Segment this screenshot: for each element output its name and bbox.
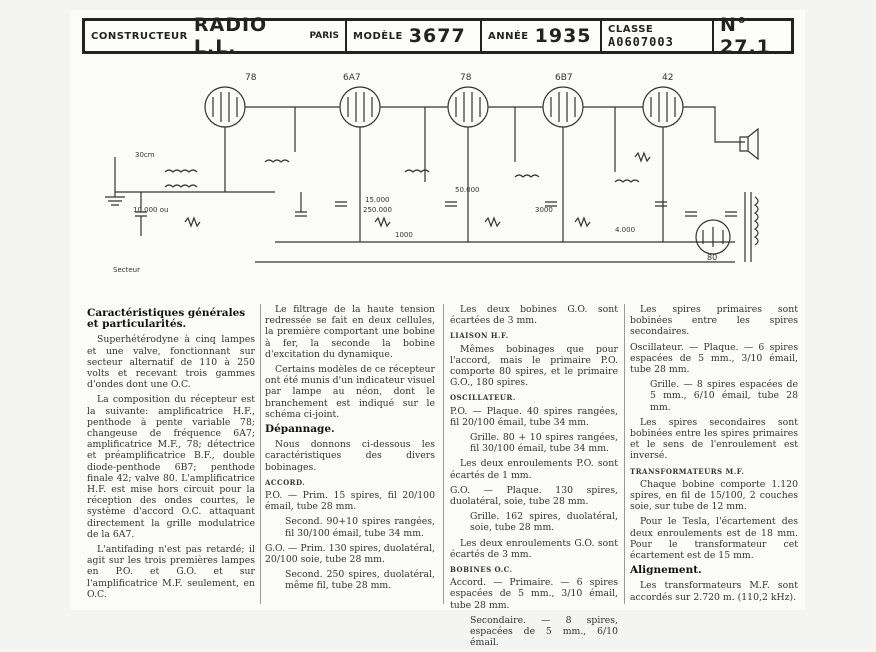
schematic-label-1: 10.000 ou [133, 206, 168, 214]
text-column-4: Les spires primaires sont bobinées entre… [630, 304, 798, 607]
classe-value: A0607003 [608, 35, 674, 49]
paragraph: Pour le Tesla, l'écartement des deux enr… [630, 516, 798, 562]
header-bar: CONSTRUCTEUR RADIO L.L. PARIS MODÈLE 367… [82, 14, 794, 58]
tube-5: 42 [642, 73, 684, 128]
coil-spec: Second. 90+10 spires rangées, fil 30/100… [285, 516, 435, 539]
tube-6: 80 [695, 219, 731, 262]
paragraph: Les deux enroulements P.O. sont écartés … [450, 458, 618, 481]
schematic-labels: 30cm 10.000 ou Secteur 250.000 50.000 10… [113, 151, 635, 274]
paragraph: Chaque bobine comporte 1.120 spires, en … [630, 478, 798, 513]
coil-spec: Accord. — Primaire. — 6 spires espacées … [450, 577, 618, 611]
subheading-oscillateur: OSCILLATEUR. [450, 393, 516, 403]
antenna [105, 157, 125, 206]
tube-3: 78 [447, 73, 489, 128]
paragraph: Mêmes bobinages que pour l'accord, mais … [450, 343, 618, 389]
subheading-transformateurs: TRANSFORMATEURS M.F. [630, 466, 745, 476]
paragraph: Les deux enroulements G.O. sont écartés … [450, 537, 618, 560]
paragraph: Les transformateurs M.F. sont accordés s… [630, 580, 798, 603]
power-transformer [744, 192, 759, 262]
subheading-accord: ACCORD. [265, 477, 306, 487]
modele-label: MODÈLE [353, 30, 403, 42]
tube-5-label: 42 [662, 73, 673, 83]
tube-1-label: 78 [245, 73, 257, 83]
numero-cell: N° 27.1 [714, 14, 791, 58]
text-column-3: Les deux bobines G.O. sont écartées de 3… [450, 304, 618, 652]
paragraph: Le filtrage de la haute tension redressé… [265, 304, 435, 360]
tube-3-label: 78 [460, 73, 472, 83]
paragraph: Les spires secondaires sont bobinées ent… [630, 416, 798, 462]
coil-spec: Grille. — 8 spires espacées de 5 mm., 6/… [650, 379, 798, 413]
coil-spec: Grille. 162 spires, duolatéral, soie, tu… [470, 511, 618, 534]
coil-spec: Oscillateur. — Plaque. — 6 spires espacé… [630, 341, 798, 376]
text-column-1: Caractéristiques générales et particular… [87, 304, 255, 604]
tube-4-label: 6B7 [555, 73, 573, 83]
paragraph: Certains modèles de ce récepteur ont été… [265, 364, 435, 420]
column-separator [443, 304, 444, 604]
schematic-label-5: 1000 [395, 231, 413, 239]
annee-cell: ANNÉE 1935 [482, 21, 602, 51]
coil-spec: G.O. — Plaque. 130 spires, duolatéral, s… [450, 484, 618, 508]
subheading-bobines-oc: BOBINES O.C. [450, 565, 513, 575]
column-separator [260, 304, 261, 604]
constructeur-label: CONSTRUCTEUR [91, 30, 188, 42]
paragraph: Superhétérodyne à cinq lampes et une val… [87, 334, 255, 391]
paragraph: Les deux bobines G.O. sont écartées de 3… [450, 304, 618, 327]
schematic-label-2: Secteur [113, 266, 140, 274]
classe-cell: CLASSE A0607003 [602, 21, 714, 51]
constructeur-value: RADIO L.L. [193, 14, 268, 58]
tube-6-label: 80 [707, 253, 717, 262]
schematic-label-6: 3000 [535, 206, 553, 214]
coil-spec: P.O. — Prim. 15 spires, fil 20/100 émail… [265, 490, 435, 513]
column-separator [624, 304, 625, 604]
coil-spec: Secondaire. — 8 spires, espacées de 5 mm… [470, 614, 618, 649]
numero-value: N° 27.1 [720, 14, 771, 58]
text-column-2: Le filtrage de la haute tension redressé… [265, 304, 435, 596]
capacitors [135, 192, 737, 236]
coil-spec: G.O. — Prim. 130 spires, duolatéral, 20/… [265, 542, 435, 566]
circuit-schematic: 78 6A7 78 6B7 42 80 [105, 73, 759, 274]
schematic-label-8: 4.000 [615, 226, 635, 234]
paragraph: La composition du récepteur est la suiva… [87, 394, 255, 540]
schematic-rails [115, 191, 735, 263]
tube-2: 6A7 [339, 73, 381, 128]
modele-cell: MODÈLE 3677 [347, 21, 482, 51]
schematic-label-3: 250.000 [363, 206, 392, 214]
paragraph: Les spires primaires sont bobinées entre… [630, 304, 798, 338]
classe-label: CLASSE [608, 24, 654, 35]
schematic-label-0: 30cm [135, 151, 155, 159]
tube-2-label: 6A7 [343, 73, 361, 83]
schematic-label-7: 15.000 [365, 196, 390, 204]
section-title-characteristics: Caractéristiques générales et particular… [87, 307, 246, 331]
resistors [184, 151, 651, 228]
tube-1: 78 [204, 73, 257, 128]
speaker [739, 127, 759, 161]
paragraph: L'antifading n'est pas retardé; il agit … [87, 544, 255, 600]
tube-4: 6B7 [542, 73, 584, 128]
constructeur-city: PARIS [309, 31, 340, 41]
subheading-liaison: LIAISON H.F. [450, 331, 509, 341]
paragraph: Nous donnons ci-dessous les caractéristi… [265, 439, 435, 473]
annee-label: ANNÉE [488, 30, 529, 42]
input-coils [164, 159, 640, 188]
section-title-depannage: Dépannage. [265, 423, 335, 436]
constructeur-cell: CONSTRUCTEUR RADIO L.L. PARIS [85, 14, 347, 58]
schematic-label-4: 50.000 [455, 186, 480, 194]
coil-spec: Second. 250 spires, duolatéral, même fil… [285, 569, 435, 592]
modele-value: 3677 [408, 25, 466, 47]
coil-spec: P.O. — Plaque. 40 spires rangées, fil 20… [450, 405, 618, 428]
coil-spec: Grille. 80 + 10 spires rangées, fil 30/1… [470, 432, 618, 455]
section-title-alignement: Alignement. [630, 564, 702, 577]
annee-value: 1935 [534, 25, 592, 47]
